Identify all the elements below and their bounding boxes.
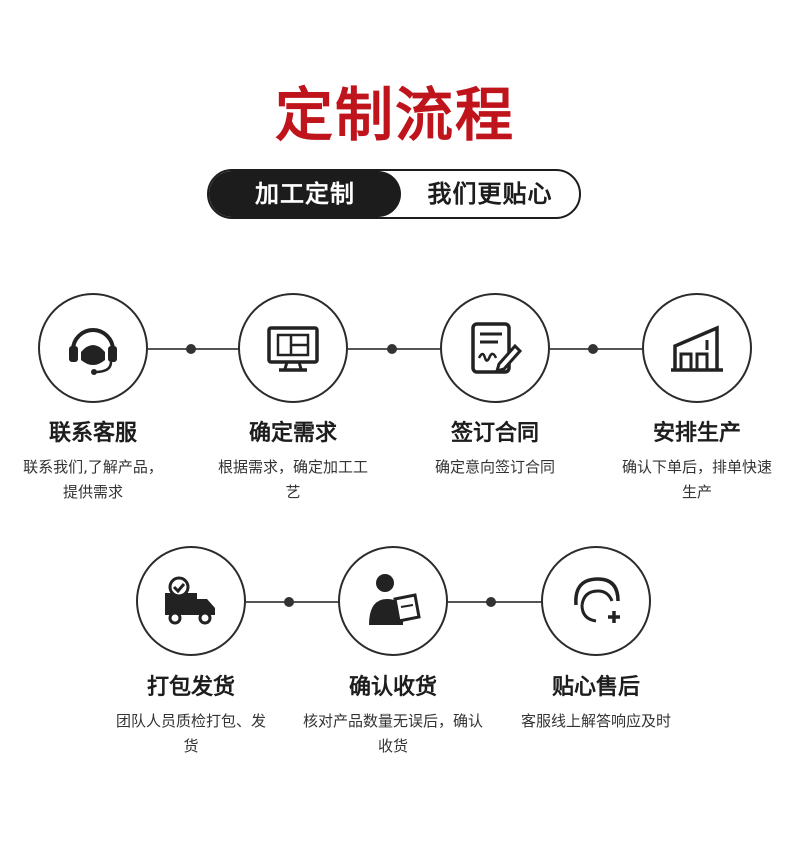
delivery-truck-icon <box>165 576 215 625</box>
connector-dot <box>186 344 196 354</box>
step-3-circle <box>440 293 550 403</box>
step-6-circle <box>338 546 448 656</box>
page-title: 定制流程 <box>274 81 515 149</box>
connector-dot <box>486 597 496 607</box>
step-1-circle <box>38 293 148 403</box>
connector-dot <box>588 344 598 354</box>
factory-icon <box>671 325 723 372</box>
connector-dot <box>284 597 294 607</box>
step-6-desc: 核对产品数量无误后，确认收货 <box>303 712 484 755</box>
step-5-desc: 团队人员质检打包、发货 <box>116 712 267 755</box>
person-receiving-icon <box>369 574 421 625</box>
step-4-title: 安排生产 <box>652 421 741 446</box>
tagline-right: 我们更贴心 <box>427 180 553 208</box>
step-1-title: 联系客服 <box>48 421 137 446</box>
step-1-desc: 联系我们,了解产品，提供需求 <box>23 458 163 501</box>
step-4-desc: 确认下单后，排单快速生产 <box>622 458 773 501</box>
headset-icon <box>69 328 117 375</box>
step-2-title: 确定需求 <box>248 421 337 446</box>
step-6-title: 确认收货 <box>348 675 437 700</box>
tagline-left: 加工定制 <box>209 171 401 217</box>
step-5-circle <box>136 546 246 656</box>
step-4-circle <box>642 293 752 403</box>
step-2-desc: 根据需求，确定加工工艺 <box>218 458 369 501</box>
step-3-desc: 确定意向签订合同 <box>434 458 555 476</box>
tagline-pill: 加工定制 我们更贴心 <box>207 169 581 219</box>
contract-sign-icon <box>471 322 523 374</box>
step-3-title: 签订合同 <box>450 421 539 446</box>
customer-service-icon <box>574 577 620 623</box>
step-2-circle <box>238 293 348 403</box>
step-7-desc: 客服线上解答响应及时 <box>521 712 672 730</box>
step-7-title: 贴心售后 <box>551 675 640 700</box>
step-5-title: 打包发货 <box>146 675 235 700</box>
monitor-blueprint-icon <box>267 326 319 372</box>
step-7-circle <box>541 546 651 656</box>
connector-dot <box>387 344 397 354</box>
